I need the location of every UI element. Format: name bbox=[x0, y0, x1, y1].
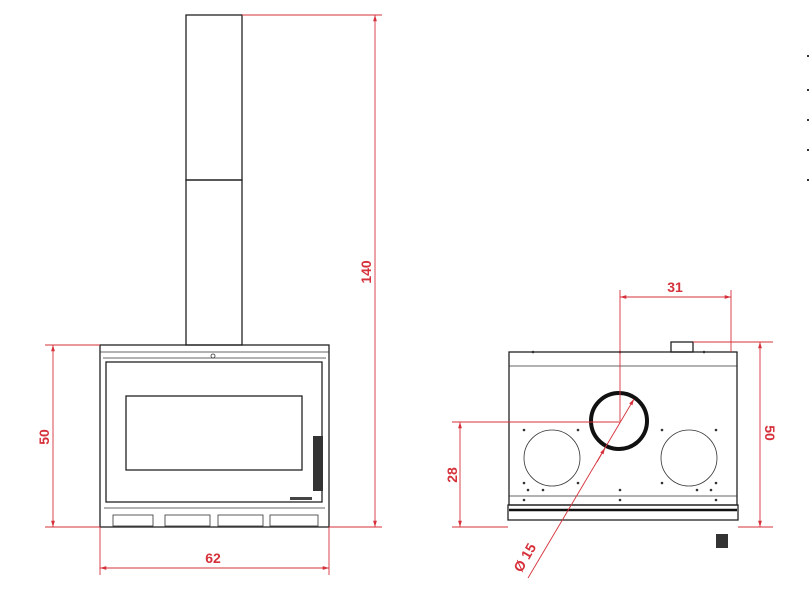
dim-width: 62 bbox=[205, 550, 221, 566]
flue-collar bbox=[210, 353, 216, 359]
dim-flue-offset: 31 bbox=[667, 279, 683, 295]
dim-flue-center-height: 28 bbox=[444, 467, 460, 483]
flue-stub bbox=[670, 341, 694, 353]
dim-body-height: 50 bbox=[36, 429, 52, 445]
flue-outlet-ring bbox=[589, 391, 649, 451]
side-foot bbox=[716, 534, 728, 548]
dim-flue-diameter: Ø 15 bbox=[510, 540, 539, 574]
air-inlet-left bbox=[523, 429, 581, 487]
glass-window bbox=[125, 395, 303, 471]
front-dimensions: 140 50 62 bbox=[36, 14, 382, 575]
door-handle bbox=[313, 436, 323, 491]
dim-side-height: 50 bbox=[762, 425, 778, 441]
flue-pipe-lower bbox=[185, 179, 243, 346]
side-dimensions: 31 50 28 Ø 15 bbox=[444, 279, 778, 579]
front-view bbox=[99, 14, 330, 528]
air-inlet-right bbox=[660, 429, 718, 487]
bolt-dots bbox=[522, 350, 718, 502]
diameter-15-leader bbox=[527, 398, 635, 579]
door-frame bbox=[105, 361, 323, 503]
brand-plate bbox=[290, 497, 312, 500]
base-feet bbox=[112, 514, 319, 527]
stove-body bbox=[99, 344, 330, 528]
dim-total-height: 140 bbox=[358, 260, 374, 284]
side-view bbox=[507, 341, 739, 548]
edge-marks bbox=[807, 55, 809, 181]
side-base bbox=[507, 504, 739, 521]
flue-pipe-upper bbox=[185, 14, 243, 181]
